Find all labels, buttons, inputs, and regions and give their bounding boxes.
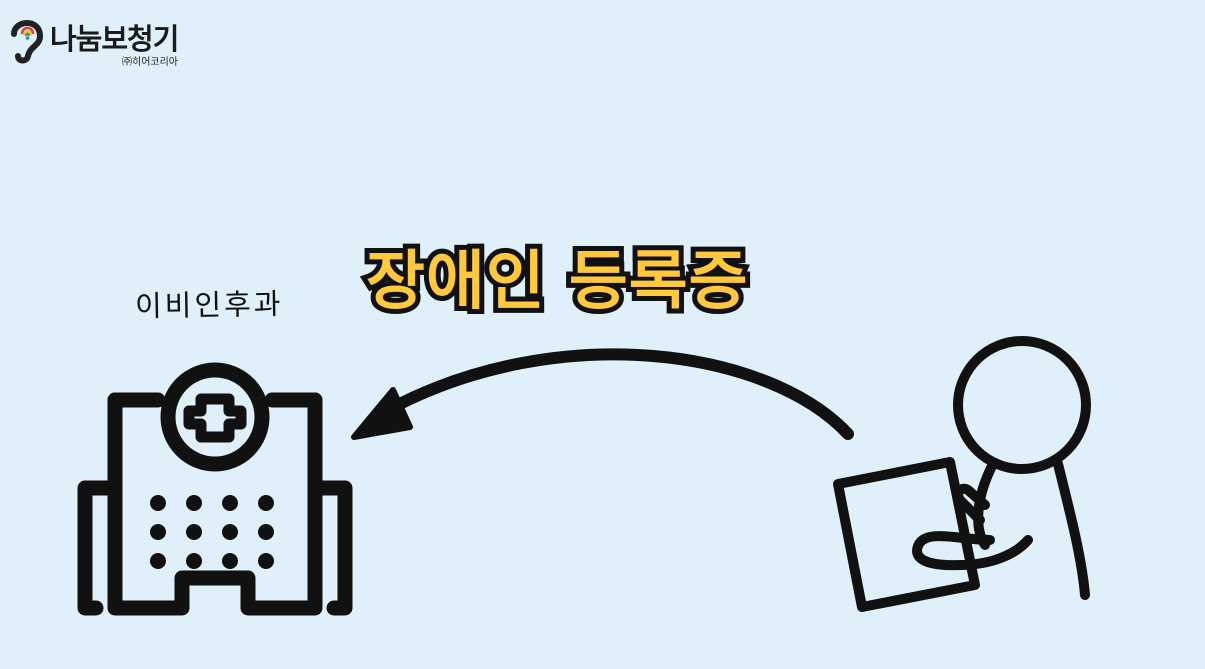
brand-subtitle: ㈜히어코리아 <box>122 57 178 68</box>
brand-logo: 나눔보청기 ㈜히어코리아 <box>6 12 206 72</box>
person-holding-document-icon <box>833 336 1091 612</box>
hospital-label: 이비인후과 <box>134 286 284 324</box>
headline-title: 장애인 등록증 <box>361 240 753 324</box>
hospital-icon <box>77 362 353 616</box>
document-icon <box>833 457 980 612</box>
ear-icon <box>11 20 44 64</box>
curved-arrow-icon <box>351 348 854 440</box>
brand-title: 나눔보청기 <box>50 22 179 56</box>
hospital-windows <box>150 495 274 569</box>
